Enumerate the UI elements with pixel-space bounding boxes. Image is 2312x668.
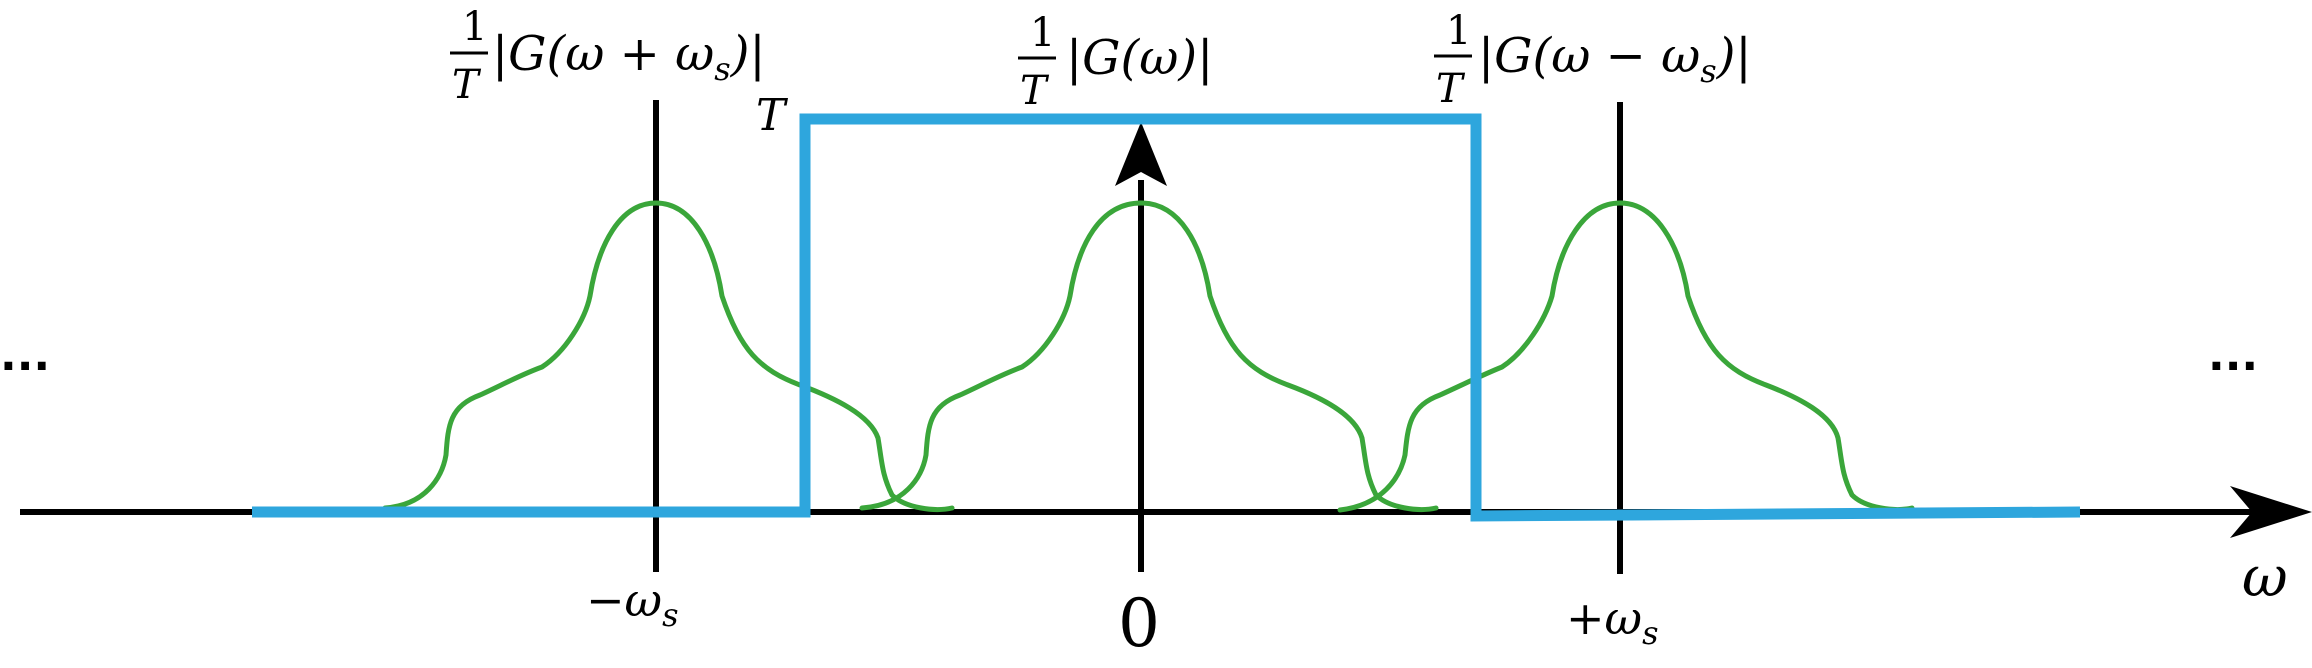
left-ellipsis: ... — [0, 330, 50, 381]
label-left-replica: 1 T |G(ω + ωs)| — [450, 4, 766, 108]
label-center-spectrum: 1 T |G(ω)| — [1018, 10, 1213, 114]
omega-axis-label: ω — [2242, 545, 2288, 610]
spectrum-left — [382, 200, 955, 512]
filter-height-label: T — [756, 90, 789, 141]
label-left-numerator: 1 — [462, 4, 487, 50]
label-center-numerator: 1 — [1030, 10, 1055, 56]
label-left-expression: |G(ω + ωs)| — [492, 26, 766, 88]
label-right-expression: |G(ω − ωs)| — [1478, 28, 1752, 90]
label-right-replica: 1 T |G(ω − ωs)| — [1434, 8, 1752, 112]
spectrum-center — [859, 200, 1439, 512]
label-left-denominator: T — [452, 62, 482, 108]
frequency-axis-arrowhead — [2230, 486, 2312, 538]
tick-label-minus-omega-s: −ωs — [586, 573, 678, 634]
right-ellipsis: ... — [2208, 330, 2258, 381]
tick-label-plus-omega-s: +ωs — [1566, 591, 1658, 652]
spectrum-replicas — [382, 200, 1915, 513]
label-center-expression: |G(ω)| — [1066, 30, 1213, 86]
label-center-denominator: T — [1020, 68, 1050, 114]
label-right-denominator: T — [1436, 66, 1466, 112]
label-right-numerator: 1 — [1446, 8, 1471, 54]
spectrum-right — [1337, 200, 1915, 513]
center-vertical-axis-arrowhead — [1115, 122, 1167, 186]
tick-label-zero: 0 — [1118, 585, 1160, 662]
ideal-lowpass-filter — [252, 113, 2081, 522]
